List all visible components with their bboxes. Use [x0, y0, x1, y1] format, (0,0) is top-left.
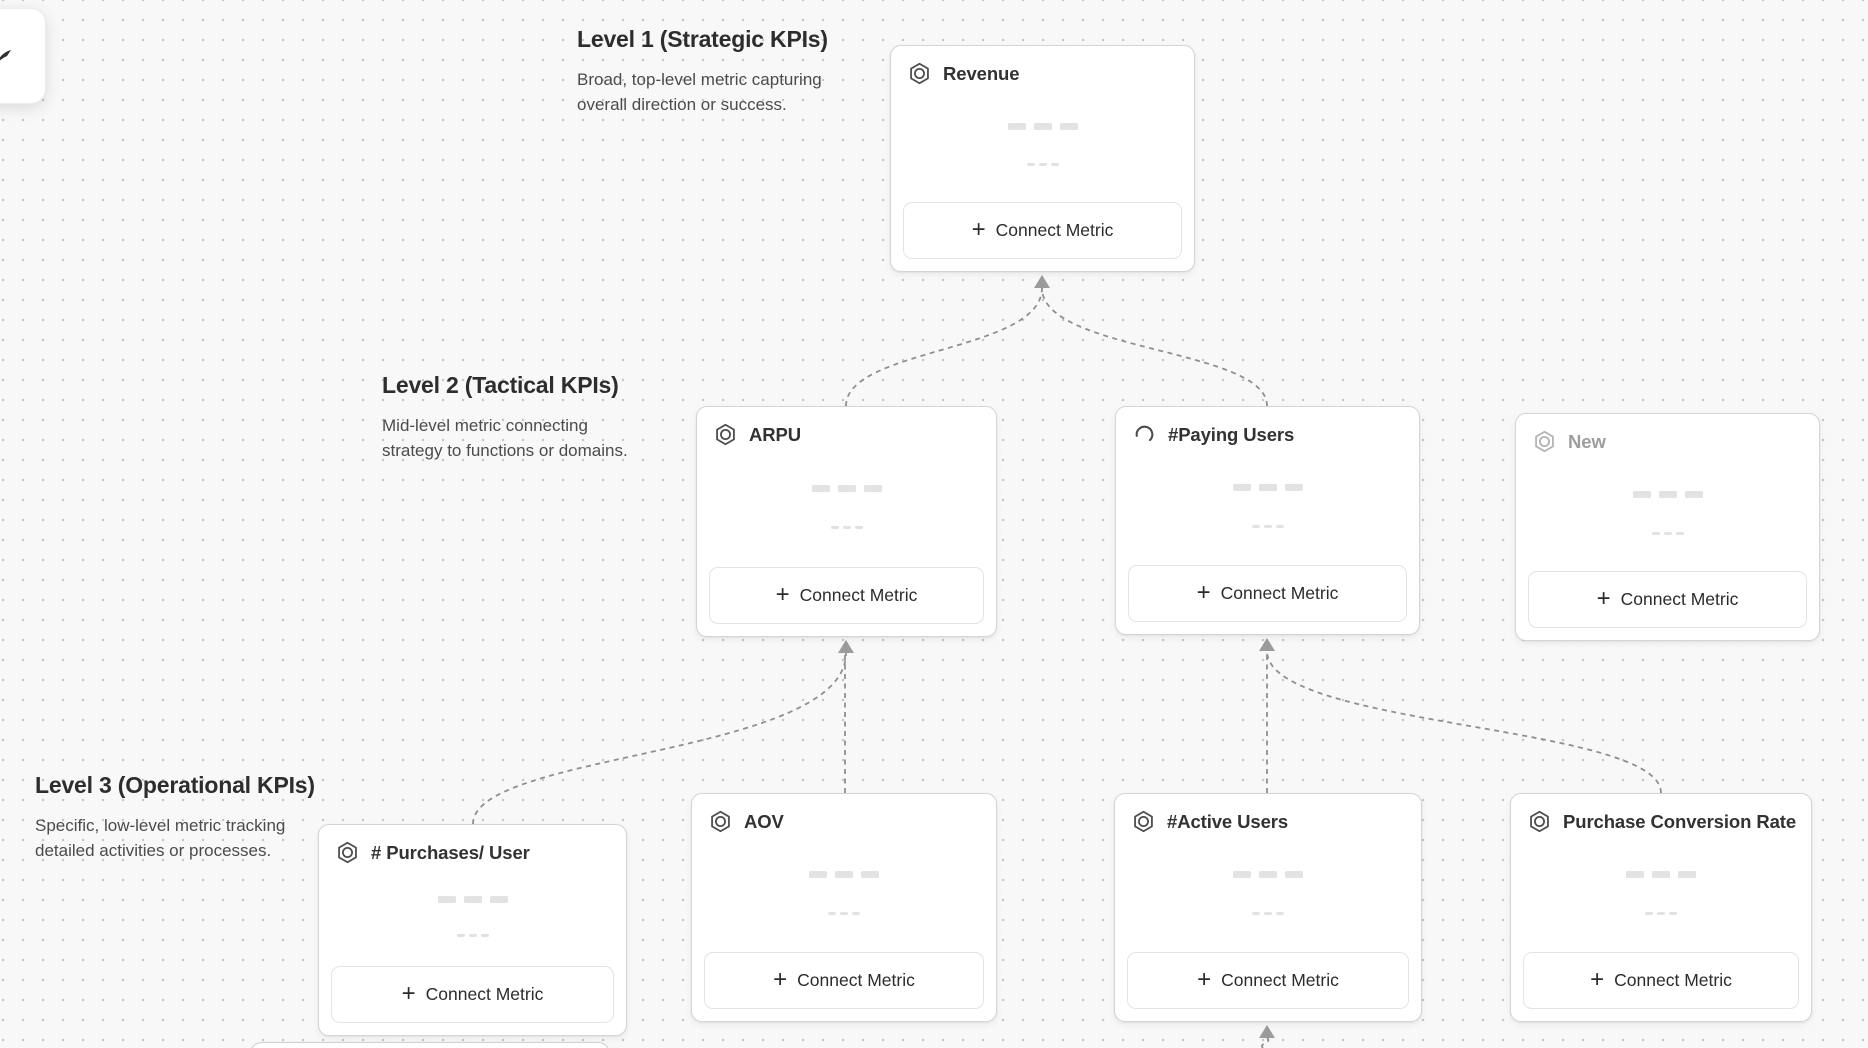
connect-metric-button[interactable]: + Connect Metric	[1523, 952, 1799, 1009]
level-1-label: Level 1 (Strategic KPIs) Broad, top-leve…	[577, 26, 833, 117]
metric-value-placeholder	[1115, 871, 1421, 879]
card-title: AOV	[744, 810, 784, 832]
card-title: # Purchases/ User	[371, 841, 530, 863]
card-title: #Paying Users	[1168, 423, 1295, 445]
connector-offscreen-activeusers	[1261, 1037, 1270, 1048]
metric-card-arpu[interactable]: ARPU + Connect Metric	[696, 406, 997, 637]
metric-trend-placeholder	[692, 912, 996, 916]
hexagon-badge-icon	[335, 840, 360, 865]
connect-metric-label: Connect Metric	[995, 220, 1114, 240]
connect-metric-label: Connect Metric	[1220, 583, 1339, 603]
card-header: # Purchases/ User	[335, 840, 612, 865]
level-2-description: Mid-level metric connecting strategy to …	[382, 416, 628, 460]
connect-metric-button[interactable]: + Connect Metric	[1528, 571, 1807, 628]
hexagon-badge-icon	[907, 61, 932, 86]
plus-icon: +	[401, 979, 416, 1007]
connect-metric-label: Connect Metric	[425, 984, 544, 1004]
hexagon-badge-icon	[1527, 809, 1552, 834]
metric-card-purchases-per-user[interactable]: # Purchases/ User + Connect Metric	[318, 824, 627, 1036]
hexagon-badge-icon	[713, 422, 738, 447]
cursor-icon	[0, 50, 11, 61]
card-header: #Paying Users	[1132, 422, 1405, 447]
card-title: ARPU	[749, 423, 802, 445]
card-header: New	[1532, 429, 1805, 454]
connect-metric-label: Connect Metric	[799, 585, 918, 605]
metric-trend-placeholder	[1116, 525, 1419, 529]
metric-card-aov[interactable]: AOV + Connect Metric	[691, 793, 997, 1022]
level-2-heading: Level 2 (Tactical KPIs)	[382, 372, 619, 398]
metric-card-active-users[interactable]: #Active Users + Connect Metric	[1114, 793, 1422, 1022]
plus-icon: +	[1596, 584, 1611, 612]
level-3-description: Specific, low-level metric tracking deta…	[35, 816, 286, 860]
card-header: ARPU	[713, 422, 982, 447]
level-3-label: Level 3 (Operational KPIs) Specific, low…	[35, 772, 315, 863]
card-title: #Active Users	[1167, 810, 1289, 832]
connector-payingusers-revenue	[1041, 287, 1268, 407]
metric-value-placeholder	[1116, 484, 1419, 492]
card-title: New	[1568, 430, 1606, 452]
plus-icon: +	[775, 580, 790, 608]
level-1-heading: Level 1 (Strategic KPIs)	[577, 26, 828, 52]
metric-value-placeholder	[319, 896, 626, 904]
metric-value-placeholder	[1511, 871, 1811, 879]
plus-icon: +	[971, 215, 986, 243]
partial-metric-card[interactable]	[250, 1042, 610, 1048]
metric-trend-placeholder	[1511, 912, 1811, 916]
level-1-description: Broad, top-level metric capturing overal…	[577, 70, 822, 114]
level-2-label: Level 2 (Tactical KPIs) Mid-level metric…	[382, 372, 638, 463]
hexagon-badge-icon	[708, 809, 733, 834]
metric-trend-placeholder	[1115, 912, 1421, 916]
toolbar-fragment[interactable]	[0, 8, 46, 104]
connect-metric-button[interactable]: + Connect Metric	[331, 966, 614, 1023]
spinner-icon	[1132, 422, 1157, 447]
metric-card-revenue[interactable]: Revenue + Connect Metric	[890, 45, 1195, 272]
metric-trend-placeholder	[697, 526, 996, 530]
card-title: Revenue	[943, 62, 1020, 84]
metric-card-purchase-conversion-rate[interactable]: Purchase Conversion Rate + Connect Metric	[1510, 793, 1812, 1022]
metric-card-new[interactable]: New + Connect Metric	[1515, 413, 1820, 641]
level-3-heading: Level 3 (Operational KPIs)	[35, 772, 315, 798]
connect-metric-button[interactable]: + Connect Metric	[704, 952, 984, 1009]
metric-value-placeholder	[1516, 490, 1819, 498]
metric-trend-placeholder	[1516, 531, 1819, 535]
metric-value-placeholder	[697, 484, 996, 492]
plus-icon: +	[773, 965, 788, 993]
metric-trend-placeholder	[891, 163, 1194, 166]
arrowhead-paying-users	[1259, 638, 1275, 651]
arrowhead-arpu	[838, 640, 854, 653]
arrowhead-revenue	[1034, 275, 1050, 288]
arrowhead-active-users	[1259, 1025, 1275, 1038]
connect-metric-label: Connect Metric	[1620, 589, 1739, 609]
plus-icon: +	[1196, 578, 1211, 606]
connector-pcr-payingusers	[1266, 650, 1662, 794]
plus-icon: +	[1197, 965, 1212, 993]
connect-metric-button[interactable]: + Connect Metric	[1127, 952, 1409, 1009]
card-header: AOV	[708, 809, 982, 834]
card-title: Purchase Conversion Rate	[1563, 810, 1797, 832]
connect-metric-label: Connect Metric	[797, 970, 915, 990]
card-header: #Active Users	[1131, 809, 1407, 834]
metric-trend-placeholder	[319, 934, 626, 938]
hexagon-badge-icon	[1532, 429, 1557, 454]
metric-card-paying-users[interactable]: #Paying Users + Connect Metric	[1115, 406, 1420, 635]
connect-metric-button[interactable]: + Connect Metric	[1128, 565, 1407, 622]
metric-value-placeholder	[891, 122, 1194, 130]
metric-value-placeholder	[692, 871, 996, 879]
connect-metric-button[interactable]: + Connect Metric	[903, 202, 1182, 259]
connector-arpu-revenue	[845, 287, 1043, 407]
connect-metric-button[interactable]: + Connect Metric	[709, 567, 984, 624]
connect-metric-label: Connect Metric	[1221, 970, 1339, 990]
card-header: Revenue	[907, 61, 1180, 86]
hexagon-badge-icon	[1131, 809, 1156, 834]
card-header: Purchase Conversion Rate	[1527, 809, 1797, 834]
connect-metric-label: Connect Metric	[1614, 970, 1732, 990]
plus-icon: +	[1590, 965, 1605, 993]
